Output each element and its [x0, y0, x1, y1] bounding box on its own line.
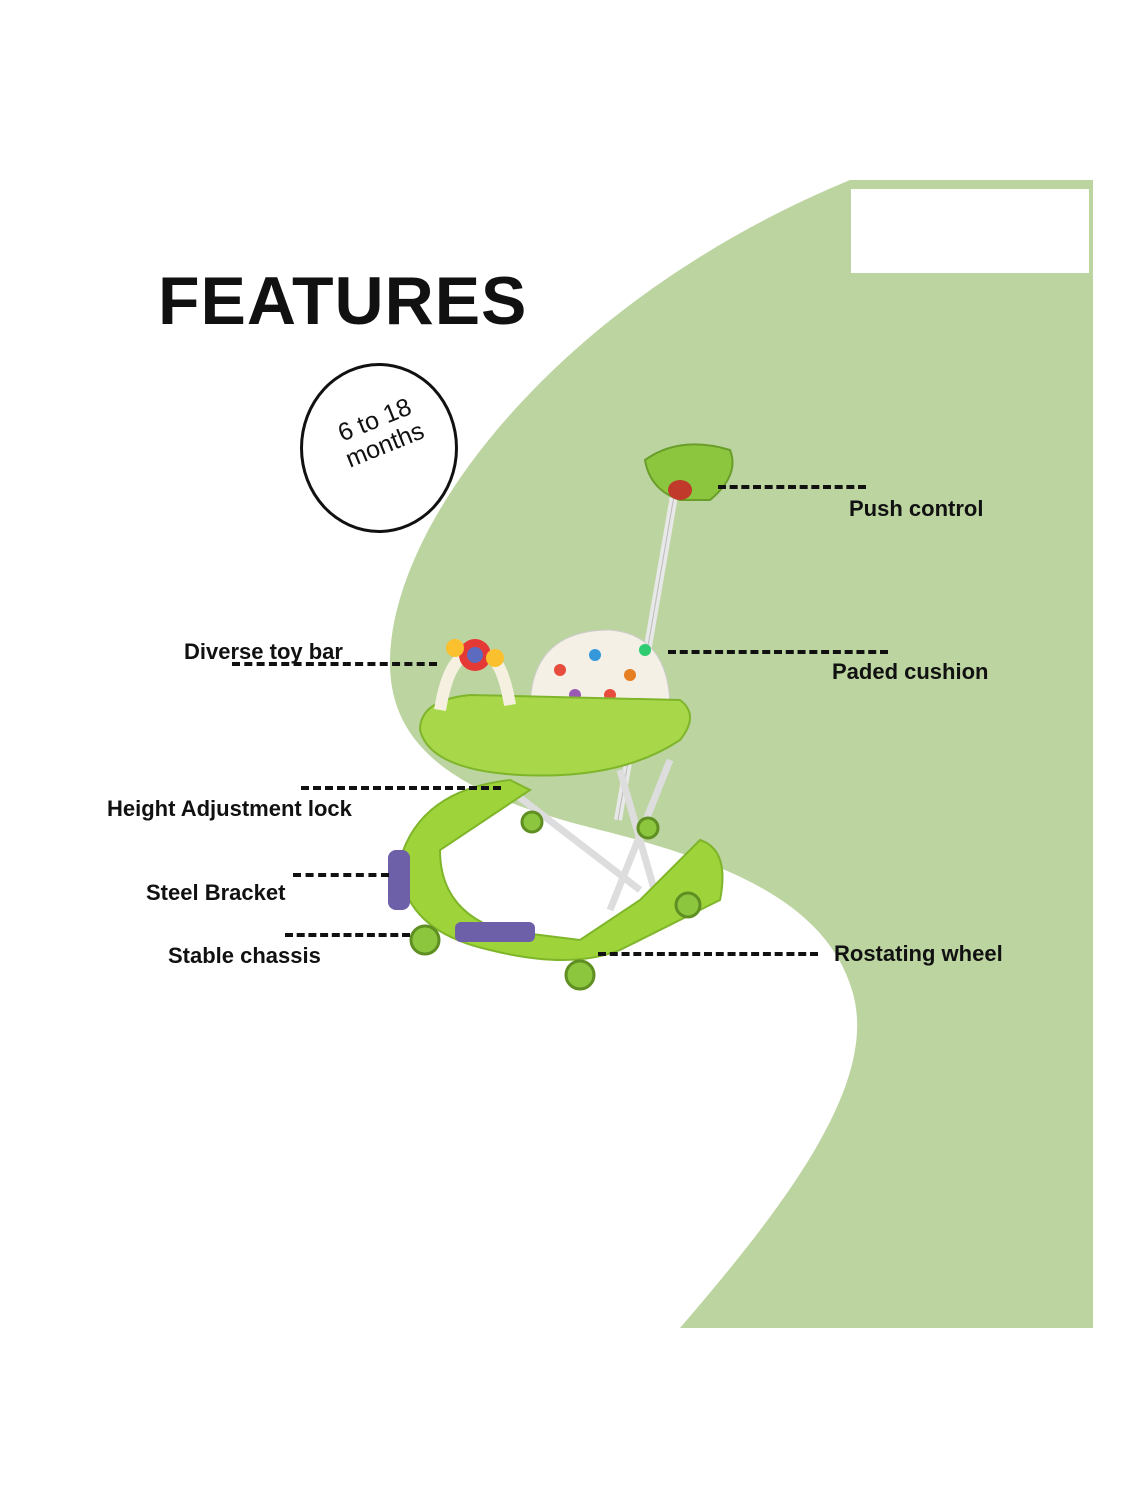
baby-walker-image: [388, 443, 734, 991]
push-control-leader: [718, 485, 866, 489]
page-title: FEATURES: [158, 263, 528, 339]
wheel-leader: [598, 952, 818, 956]
feature-stable-chassis: Stable chassis: [168, 943, 321, 968]
feature-padded-cushion: Paded cushion: [832, 659, 989, 684]
feature-steel-bracket: Steel Bracket: [146, 880, 286, 905]
blank-label-box: [851, 189, 1089, 273]
feature-rotating-wheel: Rostating wheel: [834, 941, 1003, 966]
steel-bracket-leader: [293, 873, 389, 877]
feature-height-adjustment-lock: Height Adjustment lock: [107, 796, 352, 821]
feature-push-control: Push control: [849, 496, 984, 521]
feature-toy-bar: Diverse toy bar: [184, 639, 343, 664]
age-badge: 6 to 18 months: [300, 363, 458, 533]
cushion-leader: [668, 650, 888, 654]
chassis-leader: [285, 933, 410, 937]
toy-bar-leader: [232, 662, 437, 666]
height-lock-leader: [301, 786, 501, 790]
